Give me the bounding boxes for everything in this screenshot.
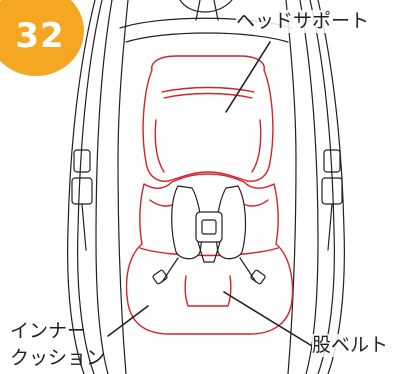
callout-leader-lines bbox=[107, 41, 313, 347]
inner-cushion-leader bbox=[107, 305, 149, 337]
head-support-label: ヘッドサポート bbox=[236, 10, 370, 33]
crotch-belt-label: 股ベルト bbox=[312, 334, 389, 357]
harness-straps bbox=[152, 185, 266, 285]
crotch-belt-leader bbox=[223, 291, 313, 347]
inner-cushion-outline bbox=[125, 173, 294, 335]
crotch-pad-outline bbox=[184, 275, 232, 307]
head-support-leader bbox=[225, 41, 271, 113]
head-support-outline bbox=[142, 55, 274, 182]
step-number: 32 bbox=[15, 16, 65, 56]
inner-cushion-label-line1: インナー bbox=[10, 320, 87, 342]
inner-cushion-label-line2: クッション bbox=[10, 347, 106, 369]
stroller-frame-lines bbox=[67, 0, 345, 374]
highlighted-cushion-parts bbox=[125, 55, 294, 335]
